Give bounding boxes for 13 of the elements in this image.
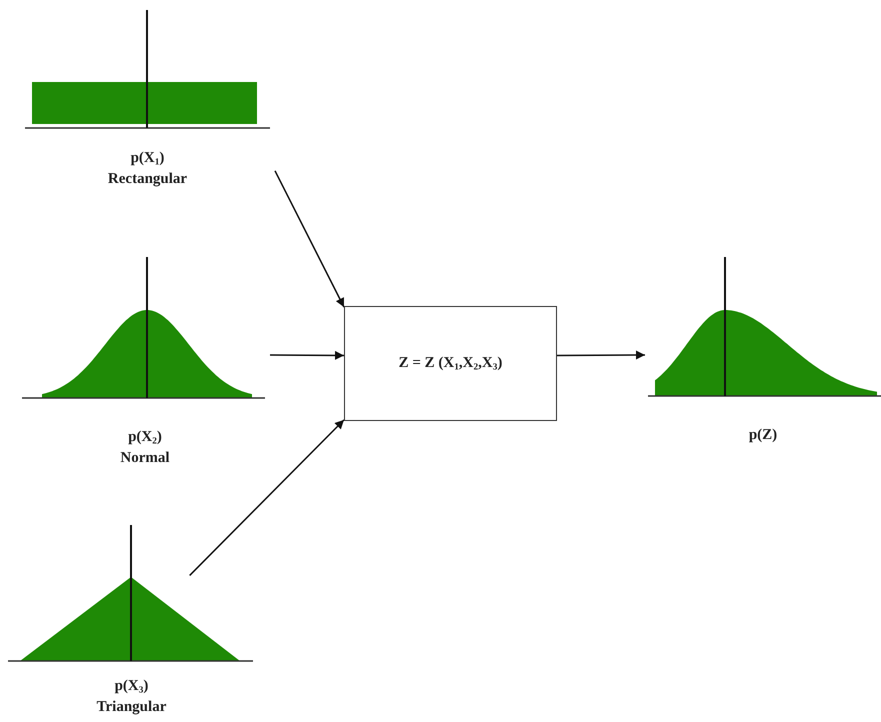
arrow	[557, 350, 645, 360]
probability-label: p(X$_{2}$)	[128, 428, 162, 448]
arrow	[274, 170, 345, 308]
distribution-name: Triangular	[96, 698, 166, 717]
function-label: Z = Z (X$_{1}$,X$_{2}$,X$_{3}$)	[398, 355, 502, 372]
function-box	[344, 306, 557, 421]
distribution-name: Rectangular	[108, 170, 188, 189]
probability-label: p(Z)	[748, 426, 778, 445]
arrow	[189, 419, 345, 576]
probability-label: p(X$_{1}$)	[130, 149, 164, 169]
distribution-name: Normal	[120, 449, 170, 468]
arrow	[270, 350, 344, 360]
probability-label: p(X$_{3}$)	[114, 677, 148, 697]
